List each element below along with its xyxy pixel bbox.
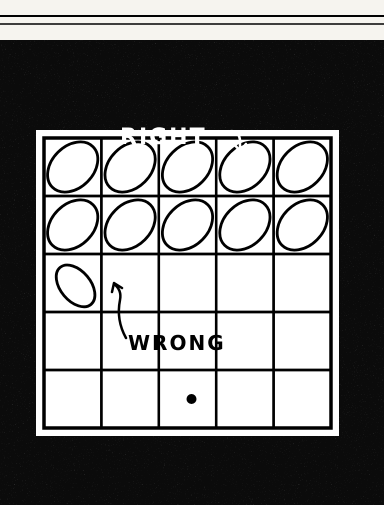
right-label: RIGHT	[120, 125, 207, 150]
stray-dot	[187, 394, 197, 404]
grid-paper	[38, 132, 337, 434]
answer-grid	[38, 132, 338, 434]
wrong-label: WRONG	[128, 331, 226, 355]
